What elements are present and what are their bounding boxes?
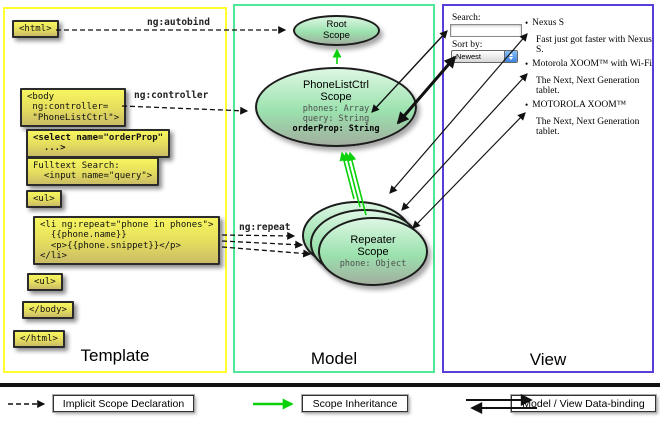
directive-ng-controller: ng:controller xyxy=(134,90,209,101)
root-scope-ellipse: Root Scope xyxy=(293,15,380,46)
chevron-up-icon xyxy=(509,53,513,56)
model-panel-label: Model xyxy=(310,349,358,368)
code-ul-open: <ul> xyxy=(26,190,62,209)
code-html-close: </html> xyxy=(13,330,65,349)
repeater-scope-ellipse-front: Repeater Scope phone: Object xyxy=(318,217,428,286)
product-item: •Motorola XOOM™ with Wi-Fi The Next, Nex… xyxy=(525,59,653,96)
phonelistctrl-scope-title: PhoneListCtrl Scope xyxy=(302,79,370,104)
product-name: Motorola XOOM™ with Wi-Fi xyxy=(532,59,653,69)
sort-by-label: Sort by: xyxy=(452,40,483,50)
code-body-close: </body> xyxy=(22,301,74,320)
sort-stepper-icon[interactable] xyxy=(504,51,517,62)
view-panel-label: View xyxy=(529,350,567,369)
product-item: •Nexus S Fast just got faster with Nexus… xyxy=(525,18,653,55)
prop-query: query: String xyxy=(302,114,370,125)
root-scope-title: Root Scope xyxy=(323,19,350,41)
legend-implicit-scope-declaration: Implicit Scope Declaration xyxy=(53,395,194,412)
model-panel xyxy=(233,4,435,373)
bullet-icon: • xyxy=(525,18,529,28)
code-ul-close: <ul> xyxy=(27,273,63,292)
phonelistctrl-scope-ellipse: PhoneListCtrl Scope phones: Array query:… xyxy=(255,67,417,147)
code-li-repeat: <li ng:repeat="phone in phones"> {{phone… xyxy=(33,216,221,266)
sort-select-value: Newest xyxy=(456,52,482,61)
repeater-scope-props: phone: Object xyxy=(339,258,407,270)
phonelistctrl-scope-props: phones: Array query: String orderProp: S… xyxy=(293,105,380,134)
prop-phone: phone: Object xyxy=(339,258,407,269)
product-name: Nexus S xyxy=(532,18,565,28)
product-desc: The Next, Next Generation tablet. xyxy=(536,76,640,96)
product-item: •MOTOROLA XOOM™ The Next, Next Generatio… xyxy=(525,100,653,137)
directive-ng-repeat: ng:repeat xyxy=(239,222,291,233)
chevron-down-icon xyxy=(509,57,513,60)
legend-model-view-data-binding: Model / View Data-binding xyxy=(511,395,656,412)
code-select: <select name="orderProp" ...> xyxy=(26,129,171,158)
bullet-icon: • xyxy=(525,100,529,110)
product-desc: The Next, Next Generation tablet. xyxy=(536,117,640,137)
sort-select[interactable]: Newest xyxy=(451,50,518,63)
product-desc: Fast just got faster with Nexus S. xyxy=(536,35,652,55)
code-fulltext-search: Fulltext Search: <input name="query"> xyxy=(26,157,160,186)
legend-scope-inheritance: Scope Inheritance xyxy=(302,395,408,412)
code-html-open: <html> xyxy=(12,20,59,39)
directive-ng-autobind: ng:autobind xyxy=(147,17,210,28)
bullet-icon: • xyxy=(525,59,529,69)
repeater-scope-title: Repeater Scope xyxy=(350,233,396,258)
search-input[interactable] xyxy=(450,24,522,37)
template-panel-label: Template xyxy=(80,346,150,365)
product-name: MOTOROLA XOOM™ xyxy=(532,100,627,110)
legend-separator xyxy=(0,383,660,387)
prop-orderprop: orderProp: String xyxy=(292,123,380,134)
search-label: Search: xyxy=(452,13,481,23)
code-body-open: <body ng:controller= "PhoneListCtrl"> xyxy=(20,88,127,128)
prop-phones: phones: Array xyxy=(302,104,370,115)
